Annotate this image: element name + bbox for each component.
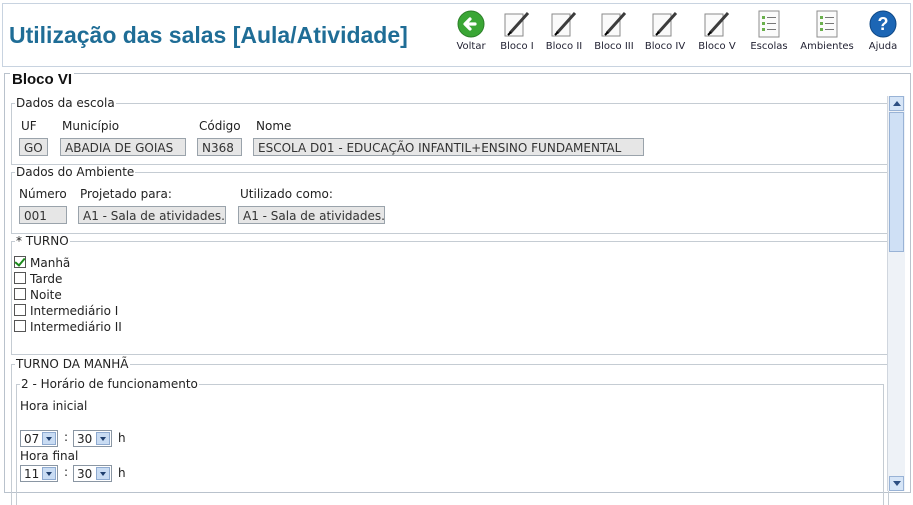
ambientes-button[interactable]: Ambientes: [800, 9, 854, 52]
page-header: Utilização das salas [Aula/Atividade] Vo…: [2, 3, 911, 67]
checkbox[interactable]: [14, 320, 26, 332]
pencil-icon: [652, 11, 678, 37]
escolas-button[interactable]: Escolas: [748, 9, 790, 52]
utilizado-label: Utilizado como:: [240, 187, 333, 201]
help-icon: ?: [869, 10, 897, 38]
hora-inicial-hour-select[interactable]: 07: [20, 430, 58, 447]
turno-intermediario-i-checkbox[interactable]: Intermediário I: [14, 304, 118, 318]
hora-final-hour-select[interactable]: 11: [20, 465, 58, 482]
scroll-up-icon[interactable]: [889, 96, 904, 111]
ajuda-button[interactable]: ? Ajuda: [864, 9, 902, 52]
bloco-v-label: Bloco V: [698, 41, 736, 52]
turno-intermediario-ii-label: Intermediário II: [30, 320, 122, 334]
turno-manha-checkbox[interactable]: Manhã: [14, 256, 70, 270]
voltar-label: Voltar: [456, 41, 486, 52]
bloco-iv-label: Bloco IV: [644, 41, 686, 52]
municipio-field[interactable]: ABADIA DE GOIAS: [60, 138, 186, 156]
projetado-label: Projetado para:: [80, 187, 172, 201]
time-separator: :: [64, 465, 69, 479]
hora-inicial-minute-value: 30: [77, 432, 93, 446]
checkbox[interactable]: [14, 272, 26, 284]
hours-unit: h: [118, 466, 126, 480]
turno-noite-checkbox[interactable]: Noite: [14, 288, 62, 302]
svg-text:?: ?: [878, 14, 889, 34]
pencil-icon: [704, 11, 730, 37]
chevron-down-icon[interactable]: [96, 432, 110, 445]
municipio-label: Município: [62, 119, 120, 133]
bloco-title: Bloco VI: [10, 71, 75, 88]
bloco-ii-button[interactable]: Bloco II: [544, 9, 584, 52]
turno-manha-label: Manhã: [30, 256, 71, 270]
hora-final-minute-select[interactable]: 30: [73, 465, 112, 482]
list-icon: [816, 10, 838, 38]
scroll-down-icon[interactable]: [889, 476, 904, 491]
back-arrow-icon: [457, 10, 485, 38]
bloco-iii-label: Bloco III: [594, 41, 634, 52]
turno-tarde-label: Tarde: [30, 272, 63, 286]
nome-label: Nome: [256, 119, 292, 133]
turno-intermediario-i-label: Intermediário I: [30, 304, 119, 318]
pencil-icon: [601, 11, 627, 37]
bloco-i-button[interactable]: Bloco I: [498, 9, 536, 52]
chevron-down-icon[interactable]: [96, 467, 110, 480]
turno-manha-fieldset: TURNO DA MANHÃ 2 - Horário de funcioname…: [11, 357, 889, 505]
chevron-down-icon[interactable]: [42, 432, 56, 445]
horario-fieldset: 2 - Horário de funcionamento Hora inicia…: [16, 377, 884, 505]
nome-field[interactable]: ESCOLA D01 - EDUCAÇÃO INFANTIL+ENSINO FU…: [253, 138, 644, 156]
numero-field[interactable]: 001: [19, 206, 67, 224]
scrollbar-thumb[interactable]: [889, 112, 904, 252]
pencil-icon: [504, 11, 530, 37]
dados-escola-legend: Dados da escola: [15, 96, 116, 110]
bloco-iii-button[interactable]: Bloco III: [592, 9, 636, 52]
hours-unit: h: [118, 431, 126, 445]
dados-ambiente-fieldset: Dados do Ambiente Número Projetado para:…: [11, 165, 889, 234]
turno-intermediario-ii-checkbox[interactable]: Intermediário II: [14, 320, 122, 334]
numero-label: Número: [19, 187, 67, 201]
hora-final-minute-value: 30: [77, 467, 93, 481]
projetado-field[interactable]: A1 - Sala de atividades.: [78, 206, 226, 224]
hora-inicial-label: Hora inicial: [20, 399, 88, 413]
ajuda-label: Ajuda: [868, 41, 898, 52]
hora-final-hour-value: 11: [24, 467, 40, 481]
turno-legend: * TURNO: [15, 234, 70, 248]
time-separator: :: [64, 430, 69, 444]
dados-escola-fieldset: Dados da escola UF Município Código Nome…: [11, 96, 889, 165]
checkbox[interactable]: [14, 304, 26, 316]
uf-field[interactable]: GO: [19, 138, 48, 156]
turno-fieldset: * TURNO Manhã Tarde Noite Intermediário …: [11, 234, 889, 355]
ambientes-label: Ambientes: [800, 41, 854, 52]
turno-noite-label: Noite: [30, 288, 62, 302]
escolas-label: Escolas: [750, 41, 788, 52]
horario-legend: 2 - Horário de funcionamento: [20, 377, 199, 391]
page-title: Utilização das salas [Aula/Atividade]: [9, 22, 408, 48]
bloco-v-button[interactable]: Bloco V: [696, 9, 738, 52]
codigo-label: Código: [199, 119, 241, 133]
bloco-ii-label: Bloco II: [545, 41, 583, 52]
bloco-iv-button[interactable]: Bloco IV: [643, 9, 687, 52]
list-icon: [758, 10, 780, 38]
vertical-scrollbar[interactable]: [887, 96, 905, 491]
hora-final-label: Hora final: [20, 449, 79, 463]
turno-tarde-checkbox[interactable]: Tarde: [14, 272, 62, 286]
chevron-down-icon[interactable]: [42, 467, 56, 480]
hora-inicial-hour-value: 07: [24, 432, 40, 446]
turno-manha-legend: TURNO DA MANHÃ: [15, 357, 130, 371]
bloco-vi-section: Bloco VI Dados da escola UF Município Có…: [4, 71, 911, 505]
hora-inicial-minute-select[interactable]: 30: [73, 430, 112, 447]
pencil-icon: [551, 11, 577, 37]
bloco-i-label: Bloco I: [500, 41, 534, 52]
voltar-button[interactable]: Voltar: [448, 9, 494, 52]
checkbox-checked[interactable]: [14, 256, 26, 268]
dados-ambiente-legend: Dados do Ambiente: [15, 165, 136, 179]
uf-label: UF: [21, 119, 37, 133]
checkbox[interactable]: [14, 288, 26, 300]
utilizado-field[interactable]: A1 - Sala de atividades.: [238, 206, 385, 224]
codigo-field[interactable]: N368: [197, 138, 242, 156]
